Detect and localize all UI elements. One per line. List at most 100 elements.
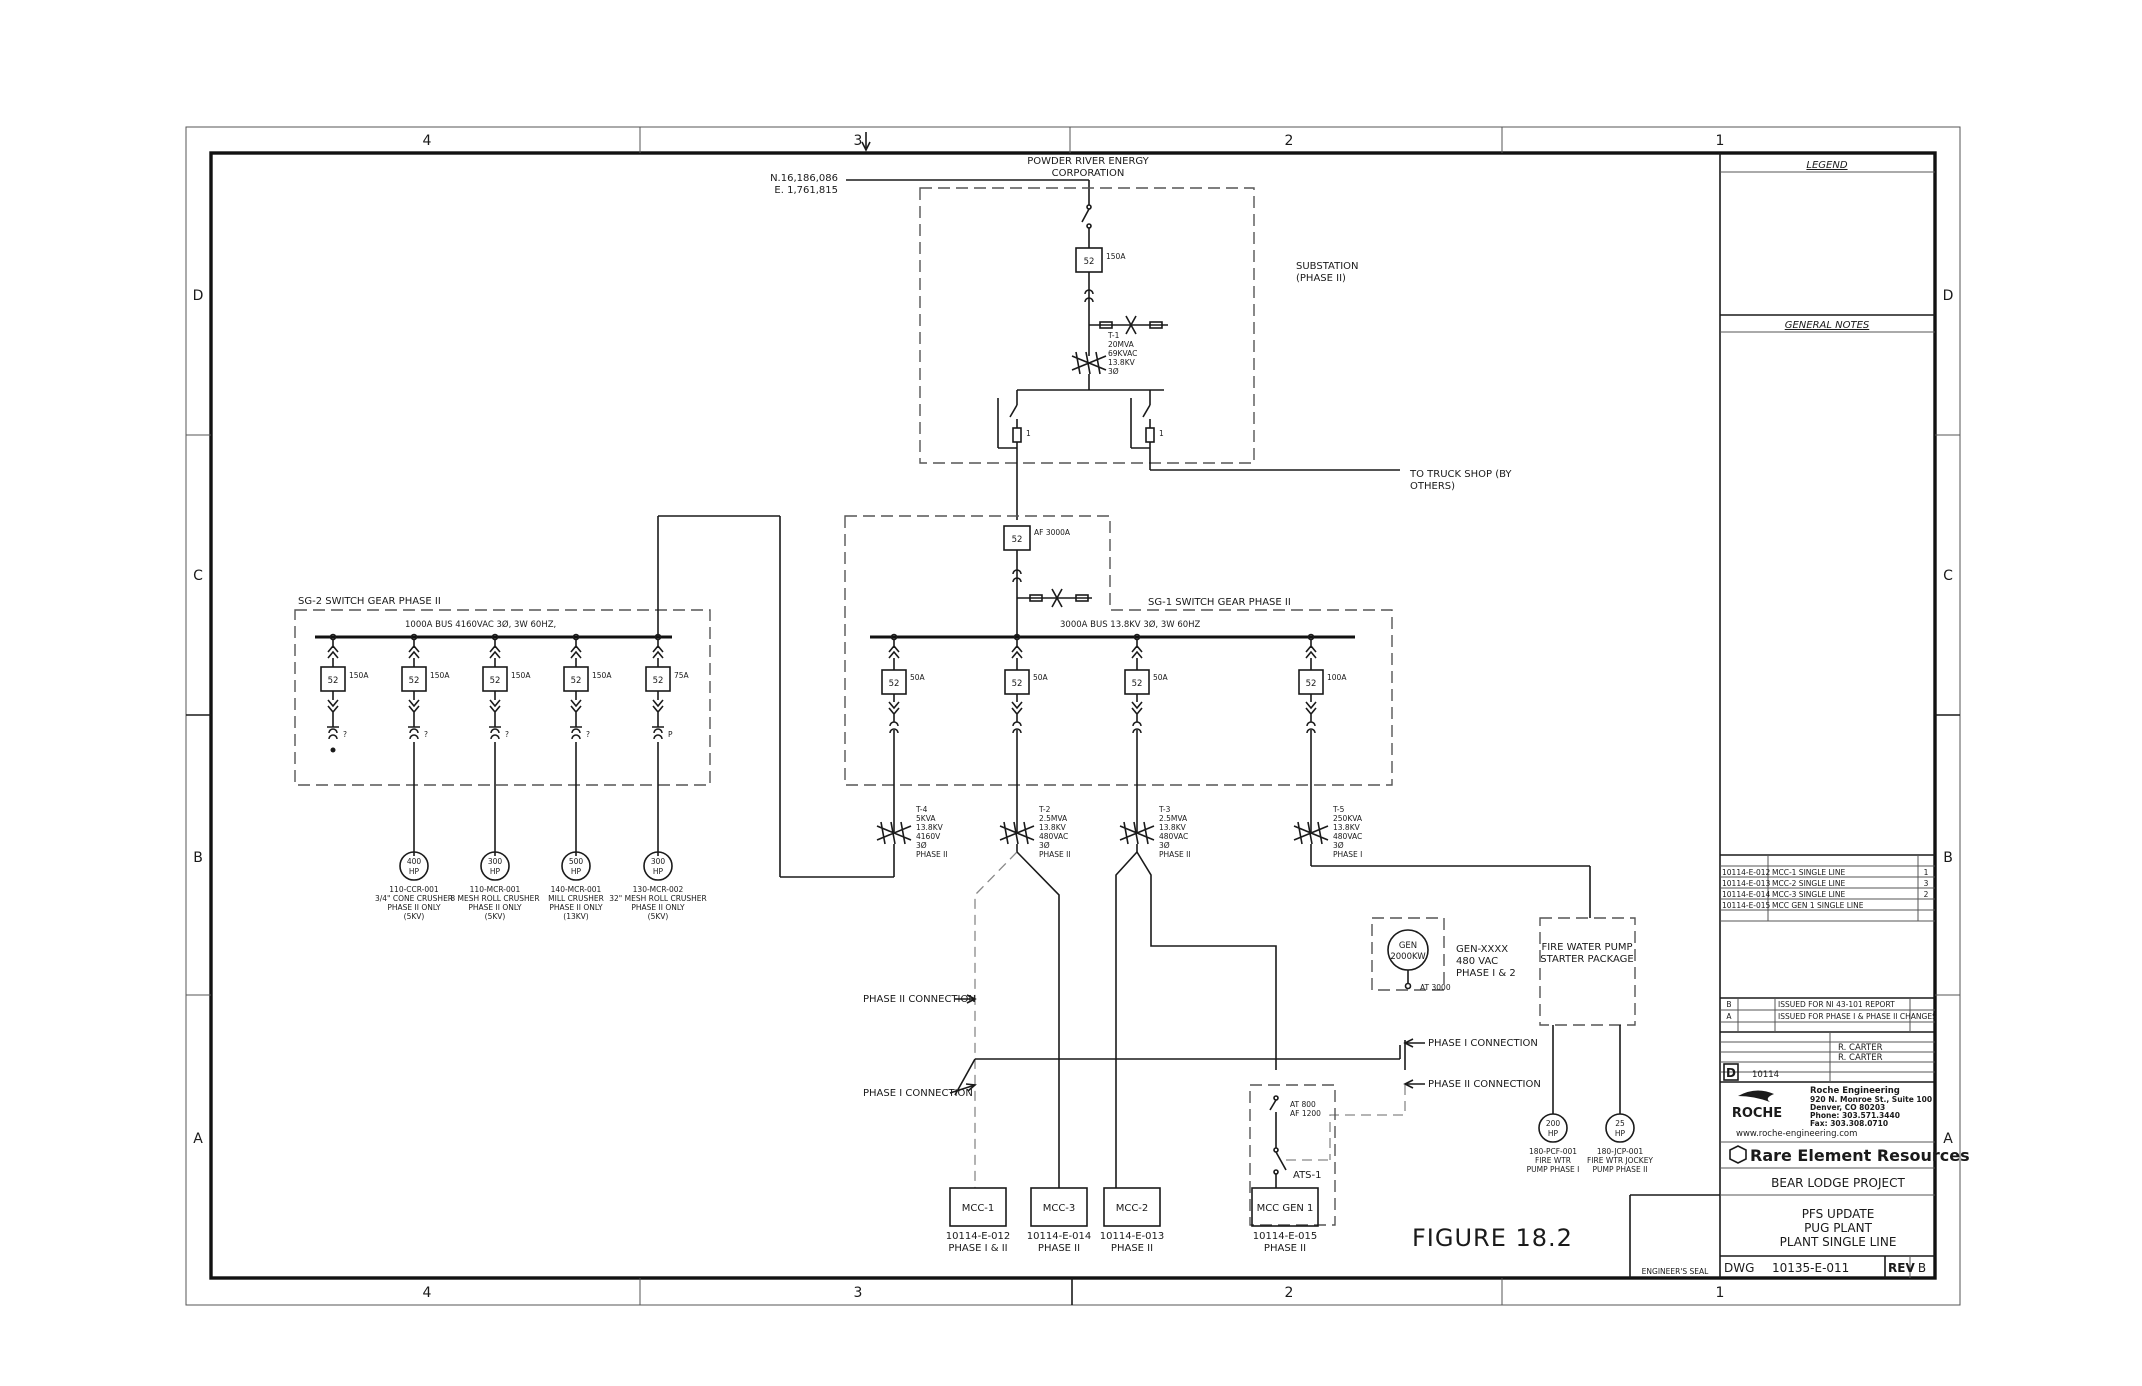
svg-text:25: 25 xyxy=(1615,1119,1625,1128)
mcc-gen-1: MCC GEN 1 10114-E-015 PHASE II xyxy=(1251,1187,1319,1254)
figure-label: FIGURE 18.2 xyxy=(1412,1224,1573,1252)
svg-text:PFS UPDATE: PFS UPDATE xyxy=(1802,1207,1875,1221)
zone-labels: 4 3 2 1 4 3 2 1 D C B A D C B A xyxy=(193,133,1954,1301)
transformer-t5: T-5 250KVA 13.8KV 480VAC 3Ø PHASE I xyxy=(1293,805,1363,859)
motors: 400 HP 110-CCR-001 3/4" CONE CRUSHER PHA… xyxy=(375,851,707,921)
zone-top-3: 3 xyxy=(854,133,863,149)
svg-text:HP: HP xyxy=(1548,1129,1559,1138)
svg-text:FIRE WTR: FIRE WTR xyxy=(1535,1156,1571,1165)
svg-text:MCC-2 SINGLE LINE: MCC-2 SINGLE LINE xyxy=(1772,879,1846,888)
svg-text:69KVAC: 69KVAC xyxy=(1108,349,1137,358)
svg-text:5KVA: 5KVA xyxy=(916,814,936,823)
sg1-feeder-2: 52 50A xyxy=(1004,633,1049,832)
motor-icon xyxy=(399,851,429,881)
transformer-icon xyxy=(876,821,912,845)
svg-text:3Ø: 3Ø xyxy=(1039,841,1050,850)
svg-text:T-1: T-1 xyxy=(1107,331,1120,340)
svg-text:PHASE II: PHASE II xyxy=(1264,1243,1306,1254)
svg-text:13.8KV: 13.8KV xyxy=(1108,358,1136,367)
mcc-box xyxy=(1030,1187,1088,1227)
sg2-switchgear: SG-2 SWITCH GEAR PHASE II 1000A BUS 4160… xyxy=(294,596,711,786)
zone-right-A: A xyxy=(1943,1131,1953,1147)
phase2-connection-left: PHASE II CONNECTION xyxy=(863,994,976,1005)
rev-value: B xyxy=(1918,1261,1926,1275)
svg-text:3Ø: 3Ø xyxy=(1108,367,1119,376)
sheet-size: D xyxy=(1726,1066,1736,1080)
svg-text:T-2: T-2 xyxy=(1038,805,1051,814)
zone-right-C: C xyxy=(1943,568,1953,584)
svg-text:MCC GEN 1: MCC GEN 1 xyxy=(1257,1203,1314,1214)
svg-text:Phone: 303.571.3440: Phone: 303.571.3440 xyxy=(1810,1111,1900,1120)
zone-top-4: 4 xyxy=(423,133,432,149)
transformer-t2: T-2 2.5MVA 13.8KV 480VAC 3Ø PHASE II xyxy=(999,805,1071,859)
client-logo: Rare Element Resources xyxy=(1729,1145,1970,1165)
svg-text:52: 52 xyxy=(571,676,582,686)
reference-row-2: 10114-E-013 MCC-2 SINGLE LINE 3 xyxy=(1722,879,1929,888)
generator-boundary xyxy=(1371,917,1445,991)
substation-boundary xyxy=(919,187,1255,464)
rare-element-hex-icon xyxy=(1729,1145,1747,1164)
motor-400hp: 400 HP 110-CCR-001 3/4" CONE CRUSHER PHA… xyxy=(375,851,453,921)
svg-text:52: 52 xyxy=(889,679,900,689)
svg-text:10114-E-013: 10114-E-013 xyxy=(1100,1231,1164,1242)
mcc-blocks: MCC-1 10114-E-012 PHASE I & II MCC-3 101… xyxy=(946,1187,1319,1254)
sg1-title: SG-1 SWITCH GEAR PHASE II xyxy=(1148,597,1291,608)
svg-text:Rare Element Resources: Rare Element Resources xyxy=(1750,1146,1970,1165)
revision-row-a: A ISSUED FOR PHASE I & PHASE II CHANGES xyxy=(1726,1012,1937,1021)
motor-300hp-b: 300 HP 130-MCR-002 32" MESH ROLL CRUSHER… xyxy=(609,851,707,921)
ats-label: ATS-1 xyxy=(1293,1170,1322,1181)
svg-text:3: 3 xyxy=(1924,879,1929,888)
svg-text:1: 1 xyxy=(1026,429,1031,438)
svg-text:PHASE I: PHASE I xyxy=(1333,850,1362,859)
svg-text:PHASE II ONLY: PHASE II ONLY xyxy=(468,903,522,912)
svg-text:PHASE II: PHASE II xyxy=(916,850,948,859)
mcc-1: MCC-1 10114-E-012 PHASE I & II xyxy=(946,1187,1010,1254)
svg-text:10114-E-012: 10114-E-012 xyxy=(1722,868,1771,877)
sg1-feeders: 52 50A 52 50A 52 50A 52 xyxy=(881,633,1347,832)
roche-logo-icon xyxy=(1738,1090,1774,1102)
svg-text:PLANT SINGLE LINE: PLANT SINGLE LINE xyxy=(1780,1235,1897,1249)
svg-text:T-4: T-4 xyxy=(915,805,928,814)
svg-text:PHASE II: PHASE II xyxy=(1159,850,1191,859)
svg-text:180-JCP-001: 180-JCP-001 xyxy=(1597,1147,1643,1156)
reference-row-1: 10114-E-012 MCC-1 SINGLE LINE 1 xyxy=(1722,868,1929,877)
svg-text:(5KV): (5KV) xyxy=(648,912,669,921)
svg-text:300: 300 xyxy=(651,857,666,866)
distribution-transformers: T-4 5KVA 13.8KV 4160V 3Ø PHASE II T-2 2.… xyxy=(876,805,1363,877)
revision-row-b: B ISSUED FOR NI 43-101 REPORT xyxy=(1726,1000,1895,1009)
transformer-icon xyxy=(999,821,1035,845)
generator-phase: PHASE I & 2 xyxy=(1456,968,1516,979)
svg-text:52: 52 xyxy=(653,676,664,686)
sg2-feeder-4: 52 150A ? xyxy=(563,633,612,856)
svg-text:(5KV): (5KV) xyxy=(404,912,425,921)
motor-300hp-a: 300 HP 110-MCR-001 8 MESH ROLL CRUSHER P… xyxy=(450,851,540,921)
zone-right-D: D xyxy=(1943,288,1954,304)
svg-text:52: 52 xyxy=(1132,679,1143,689)
utility-name-line2: CORPORATION xyxy=(1052,168,1125,179)
ats-boundary xyxy=(1249,1084,1336,1226)
dwg-label: DWG xyxy=(1724,1261,1754,1275)
svg-text:HP: HP xyxy=(409,867,420,876)
svg-text:150A: 150A xyxy=(430,671,450,680)
mcc-box xyxy=(1251,1187,1319,1227)
sg2-bus-label: 1000A BUS 4160VAC 3Ø, 3W 60HZ, xyxy=(405,619,556,630)
svg-text:1: 1 xyxy=(1159,429,1164,438)
svg-text:4160V: 4160V xyxy=(916,832,941,841)
substation-breaker-rating: 150A xyxy=(1106,252,1126,261)
sg2-feeders: 52 150A ? 52 150A ? 52 150A ? xyxy=(320,515,894,878)
svg-text:Fax: 303.308.0710: Fax: 303.308.0710 xyxy=(1810,1119,1888,1128)
fire-pump-25hp: 25 HP 180-JCP-001 FIRE WTR JOCKEY PUMP P… xyxy=(1587,1113,1653,1174)
t1-transformer-data: T-1 20MVA 69KVAC 13.8KV 3Ø xyxy=(1107,331,1137,376)
reference-row-4: 10114-E-015 MCC GEN 1 SINGLE LINE xyxy=(1722,901,1864,910)
sg2-feeder-1: 52 150A ? xyxy=(320,633,369,753)
svg-text:HP: HP xyxy=(653,867,664,876)
svg-text:3Ø: 3Ø xyxy=(1159,841,1170,850)
svg-text:2: 2 xyxy=(1924,890,1929,899)
svg-text:PHASE II: PHASE II xyxy=(1039,850,1071,859)
sg1-feeder-4: 52 100A xyxy=(1298,633,1347,832)
drawing-frame xyxy=(185,126,1961,1306)
secondary-wiring xyxy=(954,844,1591,1188)
sg2-title: SG-2 SWITCH GEAR PHASE II xyxy=(298,596,441,607)
svg-text:PHASE II ONLY: PHASE II ONLY xyxy=(631,903,685,912)
transformer-icon xyxy=(1119,821,1155,845)
